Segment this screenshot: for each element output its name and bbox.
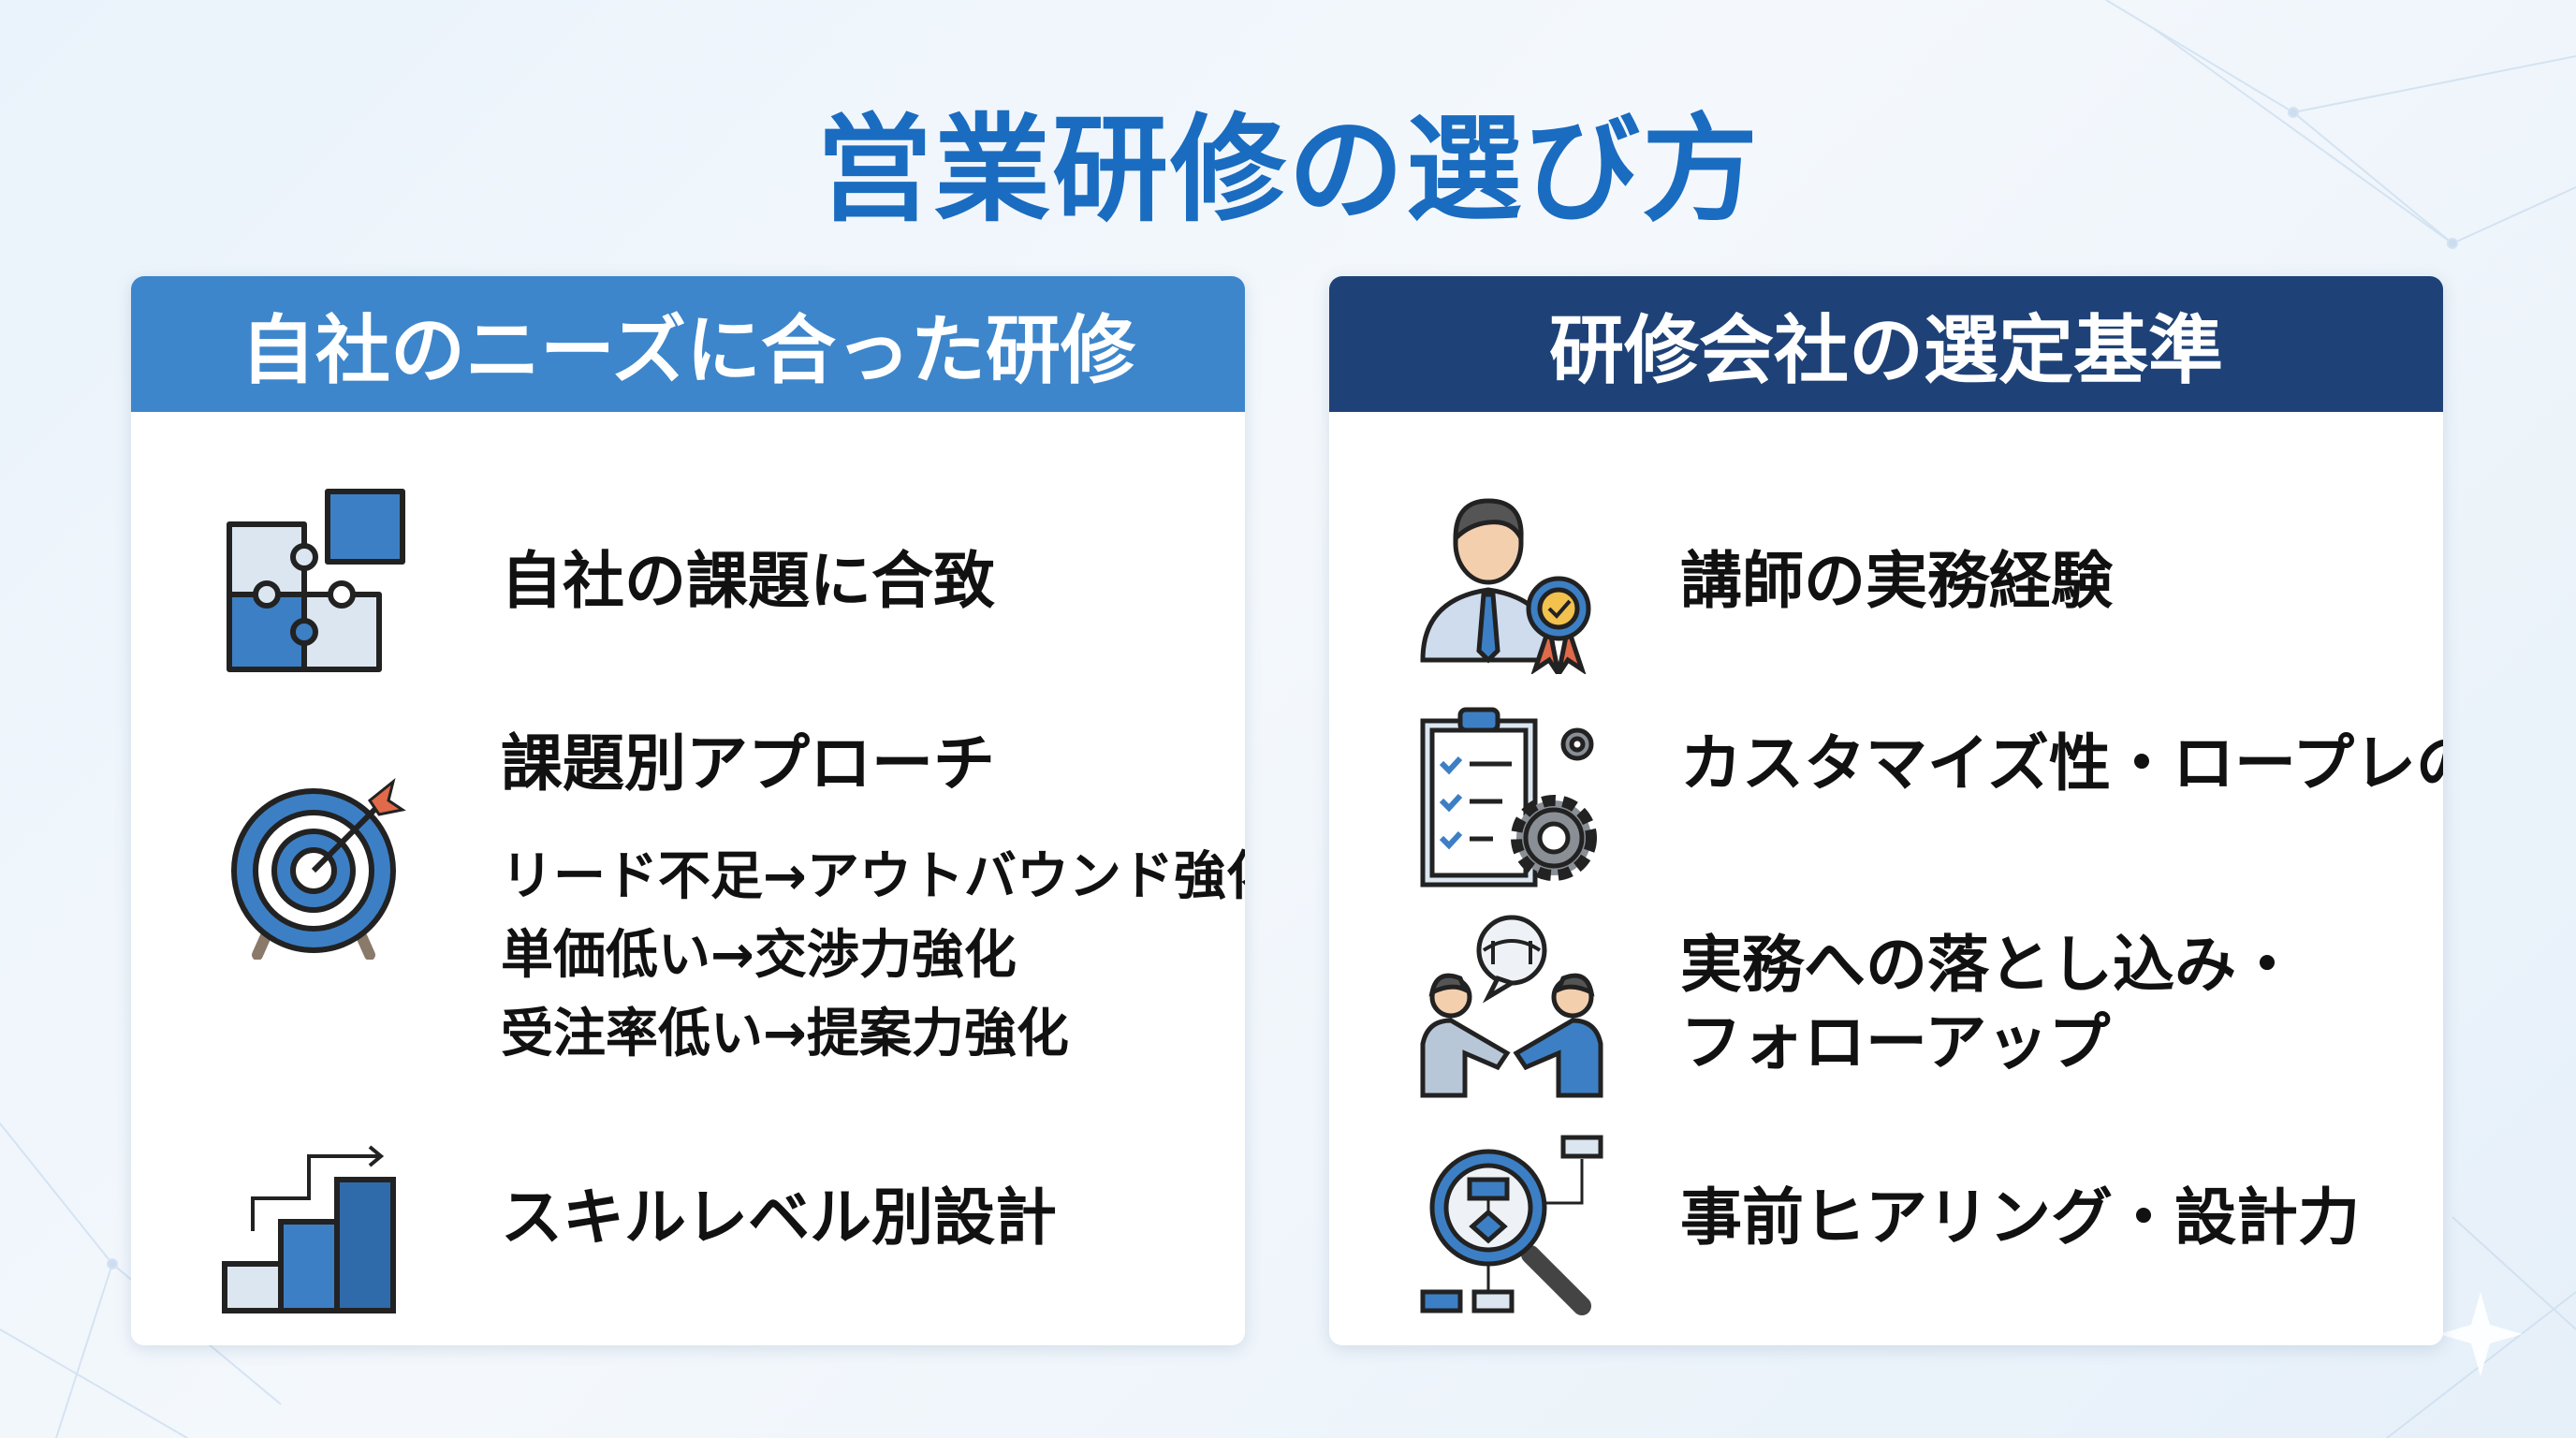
- item-label: 自社の課題に合致: [501, 545, 995, 617]
- puzzle-icon: [227, 489, 405, 672]
- item-label: 実務への落とし込み・ フォローアップ: [1680, 927, 2298, 1081]
- target-icon: [231, 778, 406, 960]
- item-label: 課題別アプローチ: [501, 727, 995, 800]
- handshake-icon: [1420, 915, 1603, 1098]
- checklist-gear-icon: [1420, 707, 1597, 888]
- growth-steps-icon: [222, 1145, 396, 1313]
- item-label-line1: 実務への落とし込み・: [1680, 929, 2298, 1001]
- detail-line: 受注率低い→提案力強化: [501, 1004, 1069, 1064]
- item-label: 講師の実務経験: [1680, 545, 2113, 617]
- vendor-criteria-panel: 研修会社の選定基準 講師の実務経験: [1329, 276, 2443, 1345]
- page-title: 営業研修の選び方: [815, 103, 1760, 238]
- detail-line: リード不足→アウトバウンド強化: [501, 846, 1245, 907]
- magnifier-flowchart-icon: [1420, 1135, 1603, 1315]
- item-label: スキルレベル別設計: [501, 1181, 1057, 1254]
- sparkle-icon: [2438, 1292, 2523, 1376]
- item-details: リード不足→アウトバウンド強化 単価低い→交渉力強化 受注率低い→提案力強化: [501, 838, 1245, 1074]
- item-label: 事前ヒアリング・設計力: [1680, 1181, 2360, 1254]
- detail-line: 単価低い→交渉力強化: [501, 925, 1017, 986]
- item-label: カスタマイズ性・ロープレの質: [1680, 727, 2443, 800]
- item-label-line2: フォローアップ: [1680, 1005, 2111, 1078]
- company-needs-panel: 自社のニーズに合った研修 自社の課題に合致 課題別アプローチ リード不足→アウト…: [131, 276, 1245, 1345]
- panel-header: 自社のニーズに合った研修: [131, 276, 1245, 412]
- panel-header: 研修会社の選定基準: [1329, 276, 2443, 412]
- certified-instructor-icon: [1420, 498, 1591, 674]
